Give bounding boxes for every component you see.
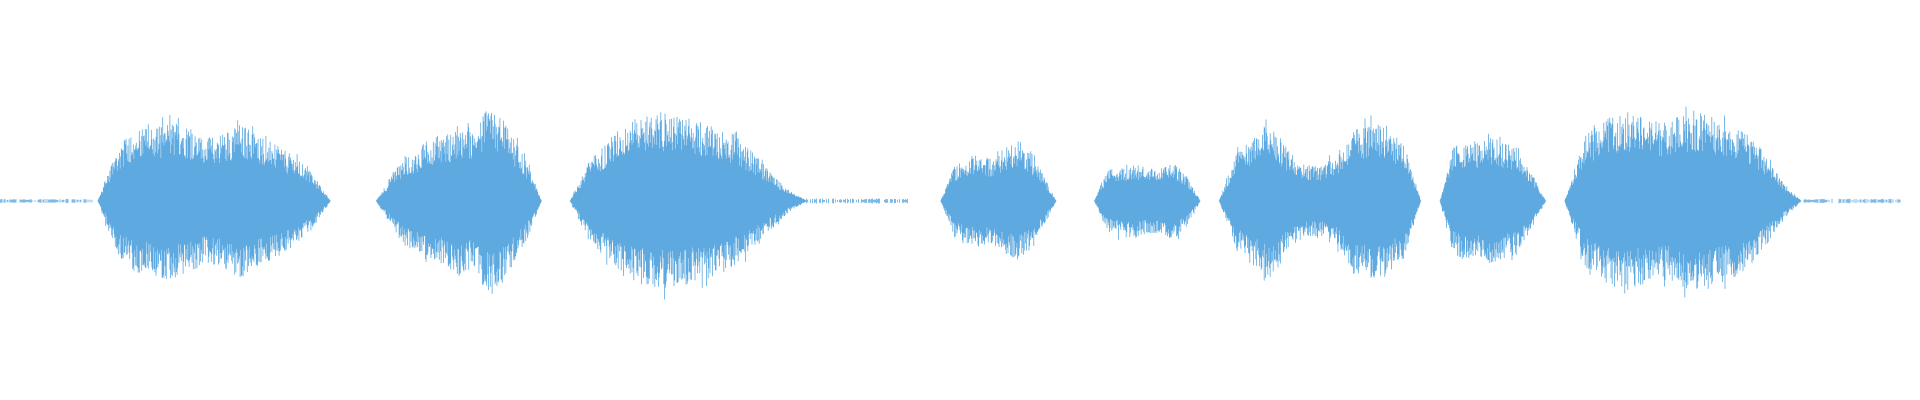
waveform-segment-burst-5	[1094, 164, 1201, 240]
waveform-segment-burst-4	[940, 141, 1057, 260]
waveform-trace	[1218, 115, 1422, 281]
waveform-trace	[940, 141, 1057, 260]
waveform-segment-burst-3	[569, 112, 807, 300]
waveform-segment-silence-tail	[1803, 198, 1901, 204]
waveform-segment-silence-mid-1	[806, 198, 908, 204]
waveform-trace	[1564, 106, 1801, 298]
waveform-trace	[569, 112, 807, 300]
waveform-segment-burst-7	[1439, 133, 1546, 263]
waveform-trace	[97, 115, 331, 279]
waveform-segment-burst-2	[375, 111, 542, 294]
waveform-trace	[806, 198, 908, 204]
waveform-trace	[1439, 133, 1546, 263]
waveform-trace	[1094, 164, 1201, 240]
waveform-trace	[375, 111, 542, 294]
waveform-segment-burst-8	[1564, 106, 1801, 298]
waveform-segment-silence-lead	[0, 198, 93, 204]
waveform-segment-burst-1	[97, 115, 331, 279]
waveform-trace	[0, 198, 93, 204]
waveform-segment-burst-6	[1218, 115, 1422, 281]
waveform-trace	[1803, 198, 1901, 204]
